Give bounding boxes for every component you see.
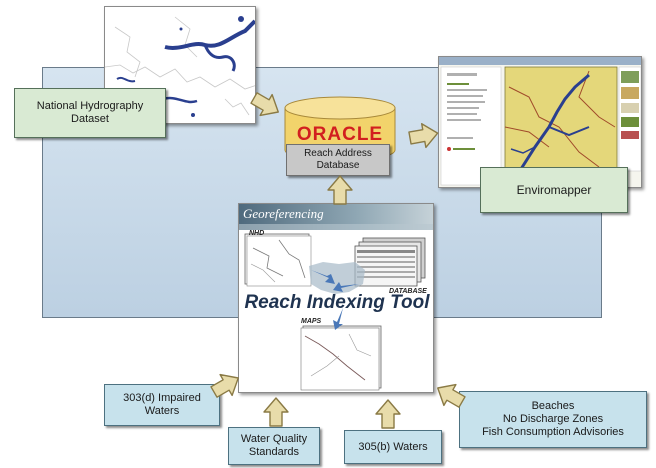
enviromapper-image bbox=[439, 57, 641, 187]
impaired-waters-label: 303(d) Impaired Waters bbox=[123, 392, 201, 417]
maps-tag: MAPS bbox=[301, 318, 322, 325]
reach-indexing-image bbox=[239, 224, 433, 391]
nhd-tag: NHD bbox=[249, 230, 265, 237]
database-inset bbox=[354, 237, 426, 287]
enviromapper-box: Enviromapper bbox=[480, 167, 628, 213]
enviromapper-label: Enviromapper bbox=[516, 182, 592, 197]
water-quality-box: Water Quality Standards bbox=[228, 427, 320, 465]
beaches-group-box: Beaches No Discharge Zones Fish Consumpt… bbox=[459, 391, 647, 448]
reach-indexing-title: Reach Indexing Tool bbox=[244, 292, 430, 313]
national-hydrography-box: National Hydrography Dataset bbox=[14, 88, 166, 138]
waters-305b-box: 305(b) Waters bbox=[344, 430, 442, 464]
reach-address-db-label: Reach Address Database bbox=[304, 148, 372, 171]
beaches-group-label: Beaches No Discharge Zones Fish Consumpt… bbox=[482, 400, 624, 438]
block-arrow-icon bbox=[263, 397, 289, 427]
flow-arrow-icon bbox=[333, 308, 343, 330]
enviromapper-screenshot bbox=[438, 56, 642, 188]
reach-address-db-box: Reach Address Database bbox=[286, 144, 390, 176]
waters-305b-label: 305(b) Waters bbox=[358, 440, 428, 453]
oracle-logo: ORACLE bbox=[296, 124, 384, 145]
national-hydrography-label: National Hydrography Dataset bbox=[36, 100, 144, 125]
impaired-waters-box: 303(d) Impaired Waters bbox=[104, 384, 220, 426]
water-quality-label: Water Quality Standards bbox=[240, 433, 308, 458]
flow-arrow-icon bbox=[333, 282, 359, 292]
database-tag: DATABASE bbox=[389, 288, 427, 295]
flow-arrow-icon bbox=[311, 270, 335, 284]
reach-indexing-tool-graphic: Georeferencing bbox=[238, 203, 434, 393]
nhd-inset bbox=[244, 233, 312, 287]
maps-inset bbox=[300, 325, 382, 391]
block-arrow-icon bbox=[375, 399, 401, 429]
